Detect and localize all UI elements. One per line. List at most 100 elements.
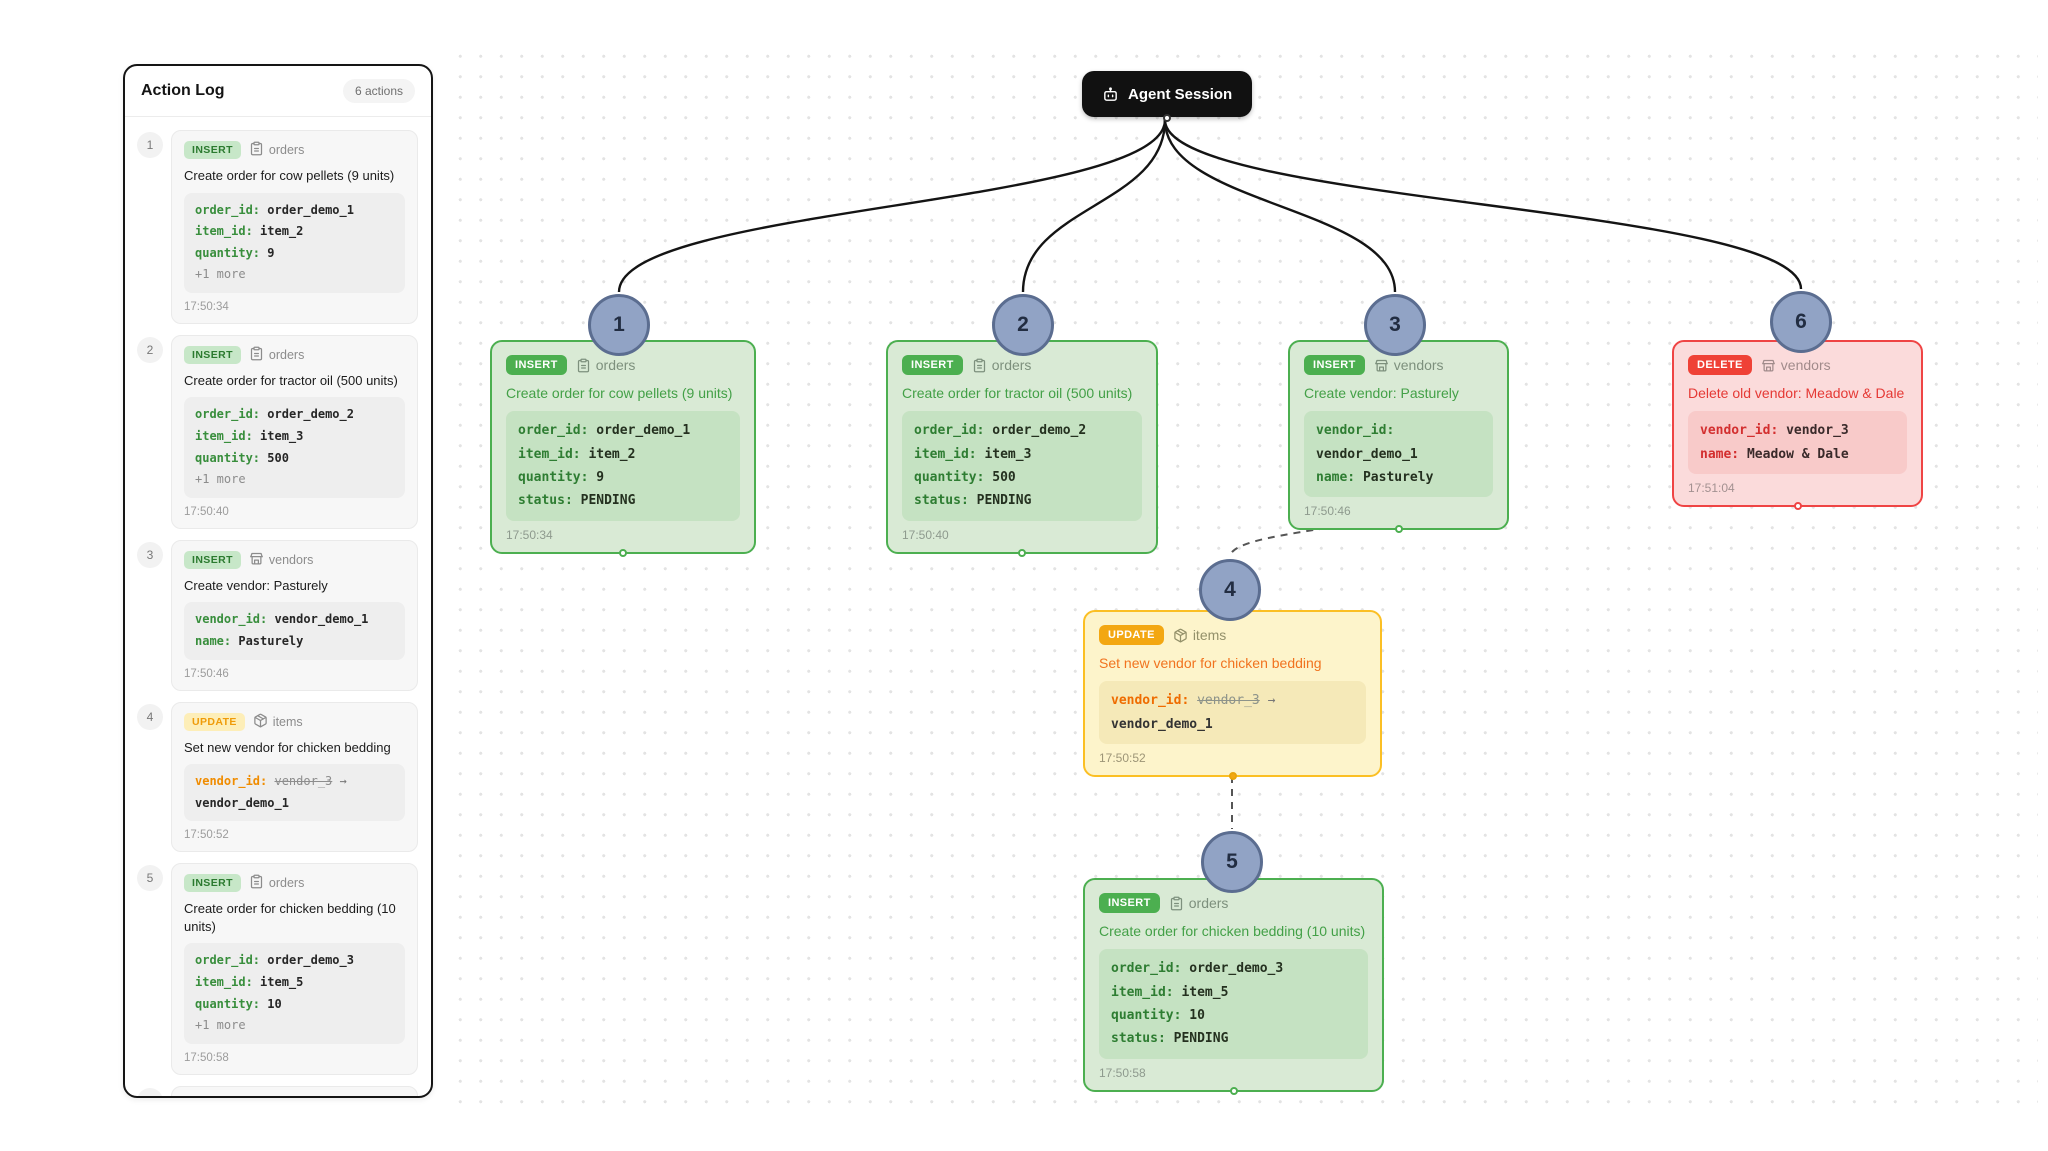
- entry-number: 3: [137, 541, 163, 568]
- field-line: order_id: order_demo_3: [195, 953, 354, 968]
- action-log-entry: 1 INSERT orders Create order for cow pel…: [137, 130, 418, 324]
- canvas-action-node[interactable]: UPDATE items Set new vendor for chicken …: [1083, 610, 1382, 780]
- node-number-badge[interactable]: 1: [588, 294, 650, 356]
- table-label: orders: [249, 874, 304, 892]
- field-line: order_id: order_demo_1: [195, 202, 354, 217]
- node-number-badge[interactable]: 2: [992, 294, 1054, 356]
- node-description: Set new vendor for chicken bedding: [1099, 655, 1322, 671]
- store-icon: [1761, 358, 1776, 373]
- canvas-action-node[interactable]: DELETE vendors Delete old vendor: Meadow…: [1672, 340, 1923, 510]
- canvas-action-node[interactable]: INSERT orders Create order for tractor o…: [886, 340, 1158, 557]
- entry-card[interactable]: INSERT orders Create order for cow pelle…: [171, 130, 418, 324]
- entry-timestamp: 17:50:34: [184, 300, 229, 313]
- field-line: name: Pasturely: [1316, 469, 1434, 485]
- entry-number: 5: [137, 865, 163, 892]
- node-timestamp: 17:51:04: [1688, 480, 1735, 495]
- node-header: INSERT vendors: [1304, 355, 1493, 375]
- connection-handle[interactable]: [1228, 771, 1237, 780]
- entry-header: INSERT vendors: [184, 550, 405, 569]
- action-log-entry: 6 DELETE vendors Delete old vendor: Mead…: [137, 1085, 418, 1096]
- node-header: INSERT orders: [902, 355, 1142, 375]
- operation-badge: UPDATE: [184, 712, 245, 731]
- connection-handle[interactable]: [619, 548, 627, 557]
- operation-badge: INSERT: [184, 874, 241, 893]
- connection-handle[interactable]: [1229, 1086, 1238, 1095]
- connection-handle[interactable]: [1793, 501, 1802, 510]
- field-line: order_id: order_demo_1: [518, 423, 691, 439]
- entry-card[interactable]: UPDATE items Set new vendor for chicken …: [171, 701, 418, 853]
- field-line: vendor_id: vendor_3 → vendor_demo_1: [1111, 693, 1276, 732]
- robot-icon: [1102, 86, 1119, 103]
- entry-card[interactable]: DELETE vendors Delete old vendor: Meadow…: [171, 1085, 418, 1096]
- node-header: INSERT orders: [1099, 893, 1368, 913]
- entry-timestamp: 17:50:40: [184, 505, 229, 518]
- clipboard-icon: [249, 141, 264, 159]
- field-line: order_id: order_demo_2: [195, 407, 354, 422]
- field-line: quantity: 10: [1111, 1007, 1205, 1023]
- node-description: Create vendor: Pasturely: [1304, 385, 1459, 401]
- entry-description: Create order for cow pellets (9 units): [184, 168, 395, 183]
- agent-session-node[interactable]: Agent Session: [1082, 71, 1253, 122]
- entry-header: UPDATE items: [184, 712, 405, 731]
- clipboard-icon: [576, 358, 591, 373]
- entry-timestamp: 17:50:46: [184, 667, 229, 680]
- node-number-badge[interactable]: 5: [1201, 831, 1263, 893]
- operation-badge: INSERT: [506, 355, 567, 375]
- field-line: status: PENDING: [914, 493, 1032, 509]
- node-description: Create order for tractor oil (500 units): [902, 385, 1133, 401]
- node-header: UPDATE items: [1099, 625, 1366, 645]
- field-line: item_id: item_3: [195, 429, 304, 444]
- connection-handle[interactable]: [1018, 548, 1026, 557]
- clipboard-icon: [249, 874, 264, 892]
- clipboard-icon: [1169, 896, 1184, 911]
- table-label: orders: [249, 141, 304, 159]
- table-label: items: [253, 713, 303, 731]
- action-log-panel: Action Log 6 actions 1 INSERT orders Cre…: [123, 64, 433, 1098]
- field-line: item_id: item_3: [914, 446, 1032, 462]
- panel-title: Action Log: [141, 82, 225, 99]
- table-label: orders: [576, 357, 635, 373]
- more-fields-label: +1 more: [195, 267, 246, 282]
- node-number-badge[interactable]: 4: [1199, 559, 1261, 621]
- field-line: order_id: order_demo_2: [914, 423, 1087, 439]
- action-log-list[interactable]: 1 INSERT orders Create order for cow pel…: [125, 117, 431, 1096]
- field-line: vendor_id: vendor_demo_1: [195, 612, 369, 627]
- node-number-badge[interactable]: 6: [1770, 291, 1832, 353]
- operation-badge: INSERT: [184, 550, 241, 569]
- node-timestamp: 17:50:46: [1304, 504, 1351, 519]
- operation-badge: DELETE: [1688, 355, 1752, 375]
- action-log-entry: 2 INSERT orders Create order for tractor…: [137, 334, 418, 529]
- node-timestamp: 17:50:52: [1099, 750, 1146, 765]
- entry-card[interactable]: INSERT orders Create order for tractor o…: [171, 334, 418, 529]
- table-label: items: [1173, 627, 1226, 643]
- package-icon: [253, 713, 268, 731]
- canvas-action-node[interactable]: INSERT vendors Create vendor: Pasturely …: [1288, 340, 1509, 534]
- canvas-action-node[interactable]: INSERT orders Create order for cow pelle…: [490, 340, 756, 557]
- store-icon: [1374, 358, 1389, 373]
- agent-session-label: Agent Session: [1128, 85, 1233, 103]
- entry-header: INSERT orders: [184, 141, 405, 159]
- operation-badge: INSERT: [1099, 893, 1160, 913]
- entry-card[interactable]: INSERT orders Create order for chicken b…: [171, 863, 418, 1075]
- node-header: INSERT orders: [506, 355, 740, 375]
- node-number-badge[interactable]: 3: [1364, 294, 1426, 356]
- operation-badge: INSERT: [184, 141, 241, 159]
- field-line: order_id: order_demo_3: [1111, 961, 1284, 977]
- entry-fields: vendor_id: vendor_3 → vendor_demo_1: [184, 764, 405, 822]
- connection-handle[interactable]: [1394, 525, 1403, 534]
- field-line: quantity: 9: [518, 469, 605, 485]
- canvas-action-node[interactable]: INSERT orders Create order for chicken b…: [1083, 878, 1384, 1095]
- node-timestamp: 17:50:58: [1099, 1065, 1146, 1080]
- node-description: Delete old vendor: Meadow & Dale: [1688, 385, 1905, 401]
- operation-badge: UPDATE: [1099, 625, 1164, 645]
- connection-handle[interactable]: [1163, 114, 1172, 122]
- action-log-entry: 5 INSERT orders Create order for chicken…: [137, 863, 418, 1075]
- table-label: vendors: [1374, 357, 1444, 373]
- entry-card[interactable]: INSERT vendors Create vendor: Pasturely …: [171, 539, 418, 691]
- action-log-header: Action Log 6 actions: [125, 66, 431, 117]
